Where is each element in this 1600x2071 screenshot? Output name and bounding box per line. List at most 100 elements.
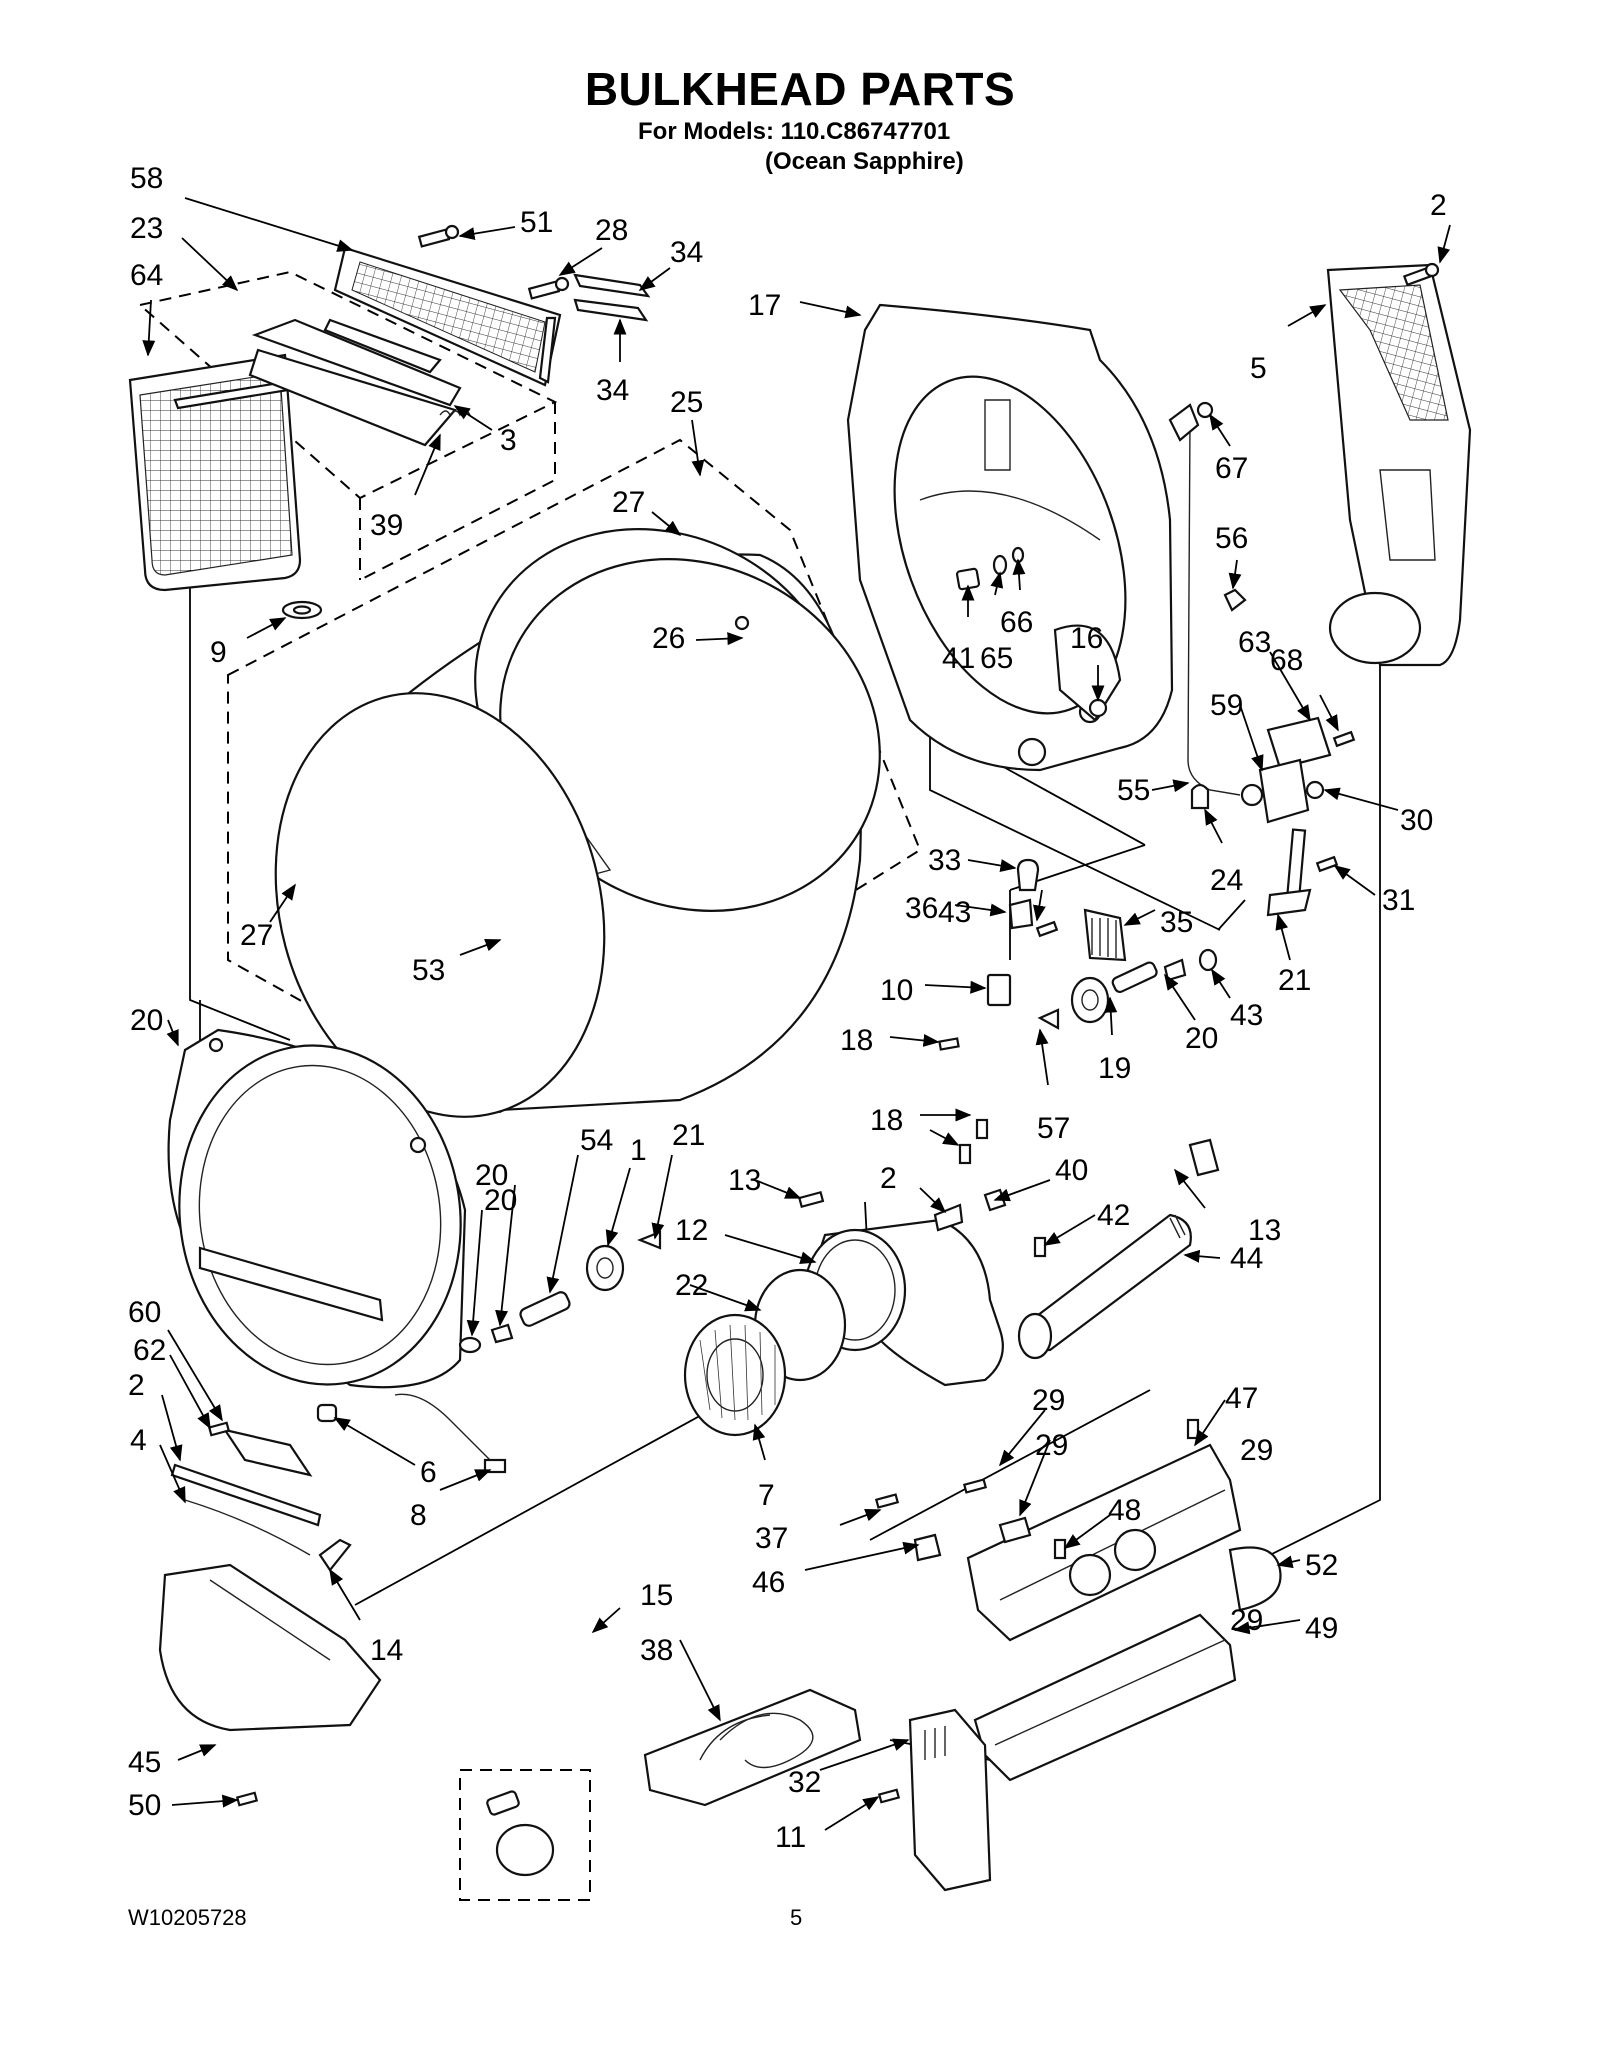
callout-number: 3 xyxy=(500,424,517,457)
callout-number: 37 xyxy=(755,1522,788,1555)
washer-part xyxy=(281,600,323,620)
seal-strips xyxy=(573,273,651,322)
callout-number: 43 xyxy=(1230,999,1263,1032)
callout-number: 55 xyxy=(1117,774,1150,807)
callout-number: 45 xyxy=(128,1746,161,1779)
rear-bulkhead xyxy=(846,303,1174,772)
callout-number: 5 xyxy=(1250,352,1267,385)
heater-element xyxy=(643,1688,862,1807)
callout-number: 17 xyxy=(748,289,781,322)
callout-number: 33 xyxy=(928,844,961,877)
callout-number: 49 xyxy=(1305,1612,1338,1645)
callout-number: 43 xyxy=(938,896,971,929)
callout-number: 29 xyxy=(1240,1434,1273,1467)
lint-housing xyxy=(248,318,462,447)
rear-vent-cover xyxy=(1326,263,1472,667)
callout-number: 29 xyxy=(1230,1604,1263,1637)
callout-number: 38 xyxy=(640,1634,673,1667)
callout-number: 66 xyxy=(1000,606,1033,639)
callout-number: 39 xyxy=(370,509,403,542)
clip-part xyxy=(1188,1138,1220,1177)
callout-number: 54 xyxy=(580,1124,613,1157)
callout-number: 18 xyxy=(840,1024,873,1057)
screw-part xyxy=(1402,262,1440,287)
callout-number: 19 xyxy=(1098,1052,1131,1085)
callout-number: 20 xyxy=(1185,1022,1218,1055)
callout-number: 31 xyxy=(1382,884,1415,917)
callout-number: 21 xyxy=(672,1119,705,1152)
callout-number: 29 xyxy=(1032,1384,1065,1417)
callout-number: 20 xyxy=(130,1004,163,1037)
idler-parts-front xyxy=(458,1230,662,1354)
callout-number: 1 xyxy=(630,1134,647,1167)
callout-number: 51 xyxy=(520,206,553,239)
callout-number: 58 xyxy=(130,162,163,195)
callout-number: 56 xyxy=(1215,522,1248,555)
callout-number: 23 xyxy=(130,212,163,245)
callout-number: 48 xyxy=(1108,1494,1141,1527)
water-valve-assembly xyxy=(1190,716,1356,917)
callout-number: 59 xyxy=(1210,689,1243,722)
document-number: W10205728 xyxy=(128,1905,247,1930)
callout-number: 13 xyxy=(1248,1214,1281,1247)
callout-number: 24 xyxy=(1210,864,1243,897)
callout-number: 47 xyxy=(1225,1382,1258,1415)
page-number: 5 xyxy=(790,1905,803,1930)
callout-number: 52 xyxy=(1305,1549,1338,1582)
callout-number: 53 xyxy=(412,954,445,987)
callout-number: 2 xyxy=(880,1162,897,1195)
callout-number: 41 xyxy=(942,642,975,675)
callout-number: 65 xyxy=(980,642,1013,675)
blower-small-parts xyxy=(797,1118,1047,1258)
callout-number: 12 xyxy=(675,1214,708,1247)
leader-arrows xyxy=(142,197,1451,1831)
callout-number: 46 xyxy=(752,1566,785,1599)
drum-seal xyxy=(274,692,606,1118)
callout-number: 67 xyxy=(1215,452,1248,485)
callout-number: 18 xyxy=(870,1104,903,1137)
callout-number: 26 xyxy=(652,622,685,655)
callout-number: 10 xyxy=(880,974,913,1007)
callout-number: 6 xyxy=(420,1456,437,1489)
callout-number: 36 xyxy=(905,892,938,925)
model-color: (Ocean Sapphire) xyxy=(765,148,964,175)
callout-number: 11 xyxy=(775,1821,806,1854)
lint-screen xyxy=(128,353,302,592)
callout-number: 50 xyxy=(128,1789,161,1822)
callout-number: 62 xyxy=(133,1334,166,1367)
callout-number: 21 xyxy=(1278,964,1311,997)
callout-number: 14 xyxy=(370,1634,403,1667)
page-title: BULKHEAD PARTS xyxy=(584,63,1016,115)
callout-number: 63 xyxy=(1238,626,1271,659)
callout-number: 40 xyxy=(1055,1154,1088,1187)
callout-number: 27 xyxy=(240,919,273,952)
callout-number: 2 xyxy=(1430,189,1447,222)
callout-number: 13 xyxy=(728,1164,761,1197)
front-lower-parts xyxy=(158,1393,507,1807)
sensor-assembly xyxy=(938,858,1127,1051)
lint-grille xyxy=(333,246,562,387)
igniter-kit xyxy=(486,1790,555,1877)
callout-number: 57 xyxy=(1037,1112,1070,1145)
callout-number: 2 xyxy=(128,1369,145,1402)
blower-assembly xyxy=(683,1213,1192,1437)
heater-duct xyxy=(966,1418,1282,1782)
callout-number: 20 xyxy=(484,1184,517,1217)
front-bulkhead xyxy=(167,1028,467,1389)
callout-number: 64 xyxy=(130,259,163,292)
callout-number: 25 xyxy=(670,386,703,419)
callout-number: 15 xyxy=(640,1579,673,1612)
water-tube xyxy=(1168,401,1241,796)
callout-number: 34 xyxy=(596,374,629,407)
callout-number: 8 xyxy=(410,1499,427,1532)
callout-number: 20 xyxy=(475,1159,508,1192)
callout-number: 68 xyxy=(1270,644,1303,677)
callout-number: 7 xyxy=(758,1479,775,1512)
screw-part xyxy=(417,224,570,300)
callout-number: 28 xyxy=(595,214,628,247)
callout-number: 16 xyxy=(1070,622,1103,655)
callout-number: 32 xyxy=(788,1766,821,1799)
callout-number: 34 xyxy=(670,236,703,269)
